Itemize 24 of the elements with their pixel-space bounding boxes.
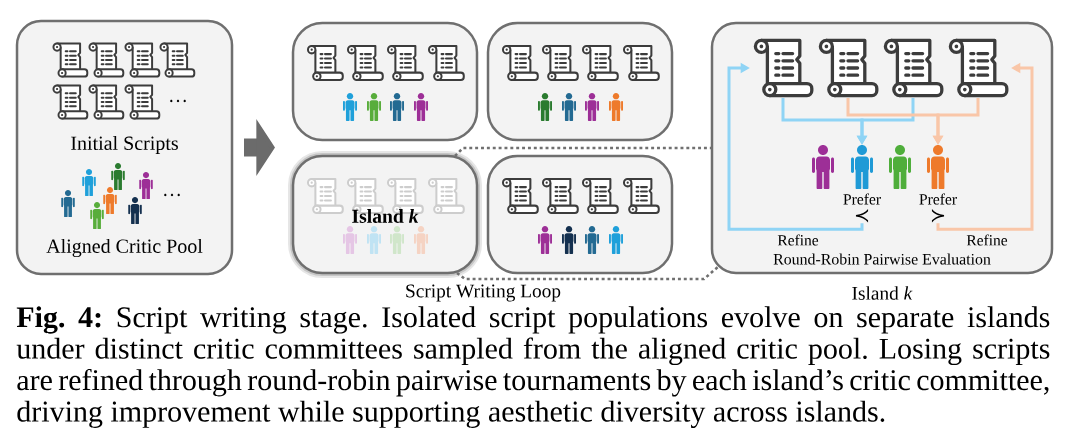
preference-label: Prefer ≻	[919, 193, 957, 223]
person-icon	[889, 145, 911, 189]
edge-label: Refine	[777, 234, 819, 246]
panel-label: Round-Robin Pairwise Evaluation	[773, 253, 991, 265]
zoom-line	[454, 146, 712, 157]
ellipsis: …	[164, 193, 180, 197]
person-icon	[812, 145, 834, 189]
person-icon	[927, 145, 949, 189]
scroll-icon	[948, 38, 1009, 98]
arrow	[727, 62, 864, 231]
panel-label: Initial Scripts	[71, 135, 178, 155]
ellipsis: …	[170, 99, 186, 103]
scroll-icon	[818, 38, 879, 98]
edge-label: Refine	[966, 234, 1008, 246]
scroll-icon	[753, 38, 814, 98]
section-label: Script Writing Loop	[406, 284, 561, 302]
island-label: Island k	[352, 209, 419, 223]
panel-caption: Island k	[852, 286, 913, 300]
scroll-icon	[883, 38, 944, 98]
person-icon	[851, 145, 873, 189]
zoom-line	[456, 265, 720, 281]
panel-label: Aligned Critic Pool	[46, 238, 203, 258]
caption: Fig. 4: Script writing stage. Isolated script populations evolve on separate islands under distinct critic committees sampled from the aligned critic pool. Losing scripts are refined through round-robin pairwise tournaments by each island’s critic committee, driving improvement while supporting aesthetic diversity across islands.	[16, 306, 1050, 428]
preference-label: Prefer ≺	[843, 193, 881, 223]
